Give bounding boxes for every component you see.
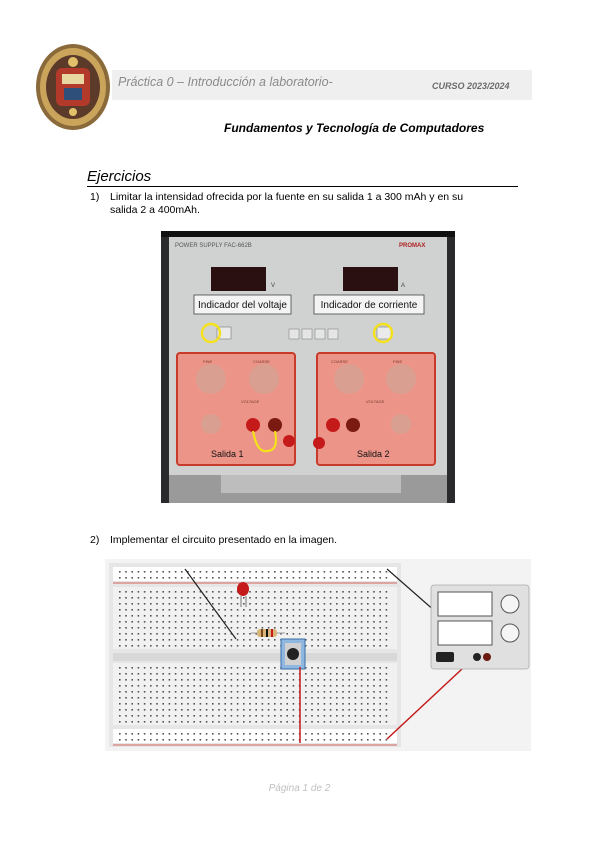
exercise-2: 2) Implementar el circuito presentado en … (90, 534, 337, 546)
page-footer: Página 1 de 2 (268, 783, 331, 794)
label-current-indicator: Indicador de corriente (321, 300, 418, 311)
maker-label: PROMAX (399, 243, 425, 249)
exercise-1-number: 1) (90, 191, 100, 203)
exercise-1-text-line1: Limitar la intensidad ofrecida por la fu… (110, 191, 464, 203)
power-supply-photo: POWER SUPPLY FAC-662B PROMAX V A Indicad… (161, 231, 455, 503)
exercise-2-number: 2) (90, 534, 100, 546)
breadboard-circuit-figure (105, 559, 531, 751)
unit-v: V (271, 283, 275, 289)
header-band (112, 70, 532, 100)
led-component (237, 582, 249, 607)
unit-a: A (401, 283, 405, 289)
university-seal-logo (36, 44, 110, 130)
highlight-circle-left (200, 322, 222, 344)
section-title: Ejercicios (87, 168, 152, 185)
exercise-1: 1) Limitar la intensidad ofrecida por la … (90, 191, 530, 217)
knob-coarse-label-2: COARSE (331, 359, 348, 364)
exercise-2-text: Implementar el circuito presentado en la… (110, 534, 338, 546)
label-output-1: Salida 1 (211, 449, 244, 459)
knob-fine-label-2: FINE (393, 359, 402, 364)
power-supply-device (430, 584, 530, 670)
section-divider (87, 186, 518, 187)
label-voltage-indicator: Indicador del voltaje (198, 300, 287, 311)
breadboard-holes (119, 571, 388, 741)
resistor-component (251, 629, 285, 637)
knob-fine-label-1: FINE (203, 359, 212, 364)
practice-title: Práctica 0 – Introducción a laboratorio- (118, 75, 333, 89)
knob-voltage-label-2: VOLTAGE (366, 399, 385, 404)
course-label: CURSO 2023/2024 (432, 81, 510, 91)
brand-label: POWER SUPPLY FAC-662B (175, 243, 252, 249)
highlight-circle-right (372, 322, 394, 344)
knob-voltage-label-1: VOLTAGE (241, 399, 260, 404)
label-output-2: Salida 2 (357, 449, 390, 459)
knob-coarse-label-1: COARSE (253, 359, 270, 364)
pushbutton-component (280, 638, 306, 670)
subject-title: Fundamentos y Tecnología de Computadores (224, 121, 485, 135)
exercise-1-text-line2: salida 2 a 400mAh. (110, 204, 200, 216)
